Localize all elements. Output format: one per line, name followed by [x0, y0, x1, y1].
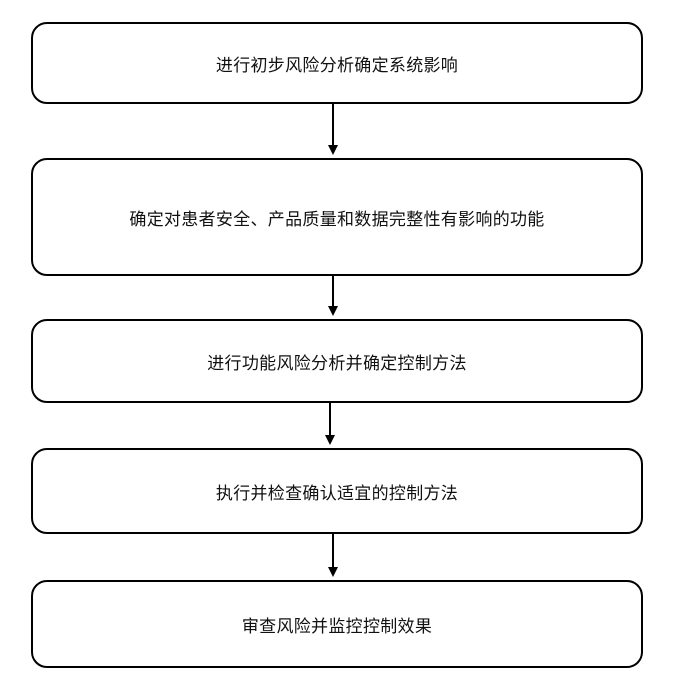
step-label: 确定对患者安全、产品质量和数据完整性有影响的功能 [129, 209, 545, 230]
step-label: 审查风险并监控控制效果 [241, 616, 433, 637]
step-label: 进行初步风险分析确定系统影响 [215, 55, 459, 76]
step-execute-verify-controls: 执行并检查确认适宜的控制方法 [31, 448, 643, 534]
step-identify-impacting-functions: 确定对患者安全、产品质量和数据完整性有影响的功能 [31, 158, 643, 276]
step-review-monitor-risk: 审查风险并监控控制效果 [31, 580, 643, 668]
step-functional-risk-analysis: 进行功能风险分析并确定控制方法 [31, 319, 643, 403]
step-label: 进行功能风险分析并确定控制方法 [207, 353, 467, 374]
step-preliminary-risk-analysis: 进行初步风险分析确定系统影响 [31, 22, 643, 104]
step-label: 执行并检查确认适宜的控制方法 [215, 483, 459, 504]
